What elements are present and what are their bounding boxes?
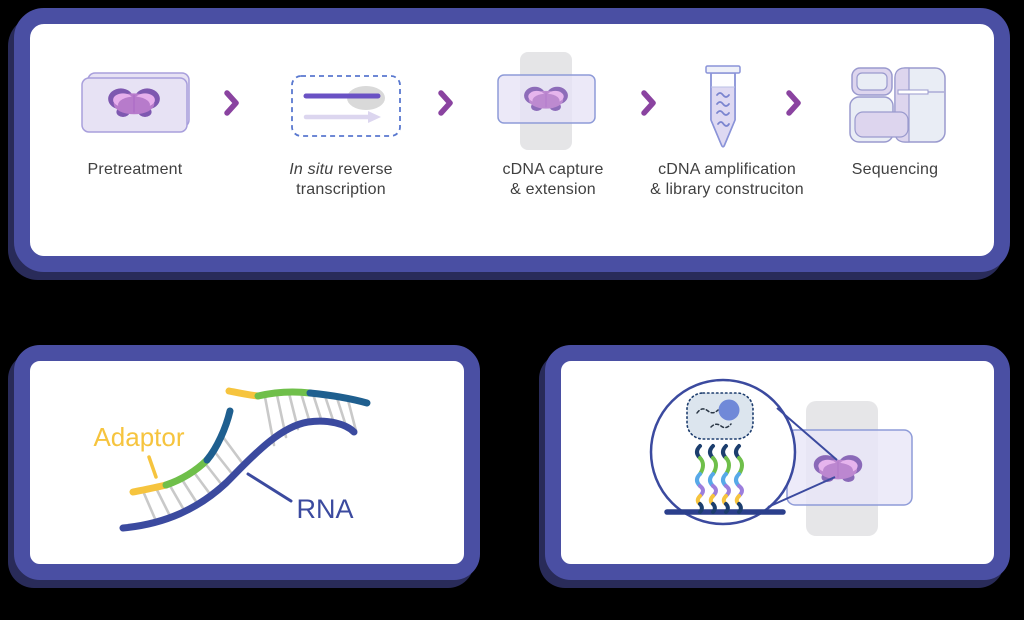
adaptor-rna-panel: Adaptor RNA [14,345,480,580]
probe-2 [225,387,371,407]
rna-label: RNA [296,494,353,524]
capture-zoom-illustration [649,378,913,536]
chevron-right-icon [438,90,453,116]
probe-1 [129,407,234,496]
chip-capture-icon [497,52,596,150]
nucleus [718,399,740,421]
adaptor-rna-illustration: Adaptor RNA [93,387,371,532]
step-label-text: cDNA amplification [658,161,796,178]
step-label-sequencing: Sequencing [805,160,985,180]
step-label-italic-text: In situ [289,161,334,178]
reverse-transcription-icon [291,75,401,137]
step-label-pretreatment: Pretreatment [45,160,225,180]
dna-squiggles [716,92,730,127]
step-label-cdna-amplification: cDNA amplification & library construcito… [617,160,837,200]
cell-icon [686,392,754,440]
pretreatment-slides-icon [81,72,190,133]
chevron-right-icon [786,90,801,116]
hybridization-rungs [141,435,245,523]
step-label-text: transcription [296,181,386,198]
step-label-text: Sequencing [851,161,939,178]
sequencer-icon [849,67,946,143]
adaptor-label: Adaptor [93,422,184,452]
adaptor-pointer-line [147,455,158,479]
magnifier-lines [767,407,838,508]
step-label-text: cDNA capture [502,161,604,178]
step-label-text: & extension [510,181,596,198]
step-label-in-situ-rt: In situ reverse transcription [251,160,431,200]
tube-icon [705,65,741,148]
rna-fragment-squiggles [696,408,732,429]
step-label-cdna-capture: cDNA capture & extension [463,160,643,200]
capture-zoom-panel [545,345,1010,580]
step-label-text: Pretreatment [87,161,183,178]
step-label-text: reverse [333,161,393,178]
chevron-right-icon [224,90,239,116]
rna-strand [119,417,358,532]
step-label-text: & library construciton [650,181,804,198]
brain-chip-icon [786,401,913,536]
workflow-panel: Pretreatment In situ reverse transcripti… [14,8,1010,272]
workflow-icons [81,52,946,150]
chevron-right-icon [641,90,656,116]
rna-pointer-line [246,472,293,503]
